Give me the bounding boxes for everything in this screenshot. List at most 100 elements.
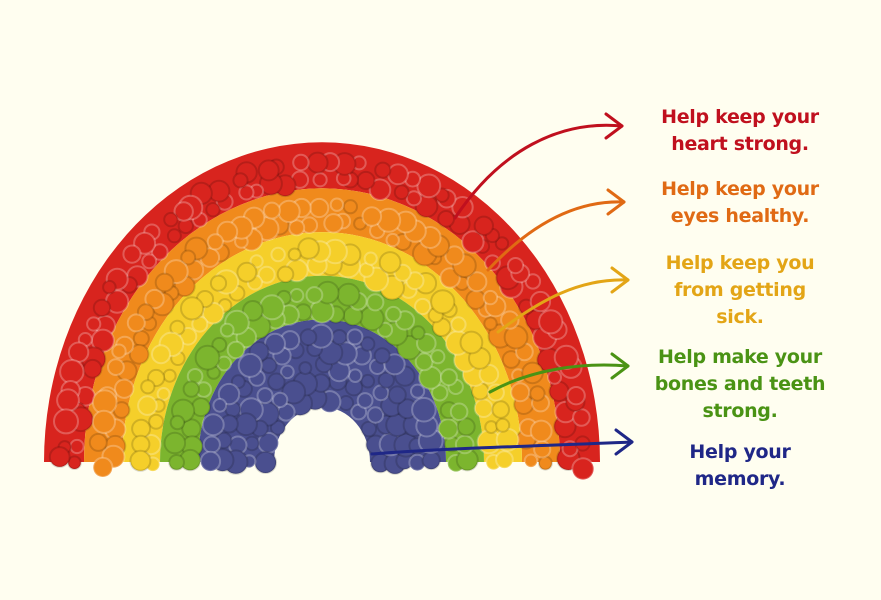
produce-orange: [444, 245, 465, 266]
arrow-memory: [370, 440, 634, 456]
arrowhead-icon: [614, 428, 634, 456]
arrowhead-icon: [610, 266, 630, 294]
produce-green: [305, 286, 324, 304]
produce-red: [69, 438, 85, 455]
produce-blue-purple: [271, 391, 289, 409]
produce-red: [548, 380, 570, 402]
produce-green: [242, 300, 264, 322]
benefit-arrows: [370, 112, 634, 456]
produce-red: [416, 173, 442, 199]
produce-red: [566, 386, 586, 406]
produce-green: [259, 294, 285, 321]
produce-blue-purple: [411, 396, 437, 423]
produce-yellow: [202, 301, 225, 325]
benefit-memory-line2: memory.: [694, 468, 786, 490]
produce-red: [547, 369, 562, 385]
produce-blue-purple: [199, 450, 222, 473]
produce-red: [59, 359, 85, 385]
produce-orange: [107, 358, 125, 377]
produce-orange: [111, 343, 127, 359]
produce-yellow: [249, 254, 264, 269]
produce-orange: [466, 271, 488, 293]
produce-red: [90, 328, 115, 353]
produce-yellow: [287, 247, 302, 262]
arrowhead-icon: [606, 188, 626, 216]
produce-green: [194, 344, 221, 371]
produce-red: [387, 163, 409, 186]
produce-green: [416, 333, 437, 354]
produce-blue-purple: [373, 347, 391, 365]
produce-yellow: [378, 251, 402, 274]
produce-red: [67, 341, 90, 363]
produce-red: [572, 408, 591, 427]
produce-yellow: [450, 316, 467, 333]
produce-blue-purple: [346, 328, 364, 346]
produce-green: [385, 305, 402, 323]
arrowhead-icon: [610, 352, 630, 380]
produce-yellow: [495, 417, 511, 433]
produce-green: [211, 336, 228, 353]
produce-blue-purple: [360, 373, 376, 389]
produce-red: [102, 279, 117, 295]
produce-orange: [500, 310, 520, 330]
produce-blue-purple: [360, 420, 378, 438]
produce-yellow: [162, 368, 177, 383]
produce-yellow: [180, 296, 205, 321]
produce-orange: [537, 455, 553, 471]
produce-blue-purple: [377, 371, 395, 389]
produce-orange: [277, 199, 301, 224]
produce-yellow: [129, 449, 152, 472]
produce-red: [437, 210, 456, 228]
produce-orange: [216, 220, 239, 243]
produce-green: [376, 321, 394, 338]
produce-red: [368, 178, 392, 201]
produce-red: [393, 184, 410, 201]
produce-yellow: [430, 289, 456, 315]
produce-orange: [206, 233, 224, 251]
produce-orange: [91, 409, 117, 434]
benefit-bones: Help make your bones and teeth strong.: [630, 344, 850, 425]
produce-yellow: [191, 315, 209, 333]
benefit-immune-line2: from getting: [674, 279, 806, 301]
produce-blue-purple: [360, 336, 376, 352]
produce-green: [456, 417, 476, 437]
produce-blue-purple: [387, 385, 407, 405]
produce-blue-purple: [299, 328, 318, 347]
produce-yellow: [156, 387, 171, 401]
produce-items: [48, 151, 595, 481]
produce-yellow: [276, 265, 295, 284]
arrow-immune: [496, 278, 630, 334]
produce-red: [494, 236, 510, 251]
produce-yellow: [473, 398, 494, 419]
benefit-heart-line2: heart strong.: [671, 133, 809, 155]
produce-yellow: [363, 251, 378, 266]
produce-orange: [501, 350, 521, 369]
produce-green: [182, 380, 201, 398]
produce-green: [219, 322, 235, 338]
produce-orange: [88, 432, 108, 452]
produce-yellow: [495, 450, 514, 470]
produce-blue-purple: [267, 372, 286, 391]
produce-blue-purple: [201, 413, 225, 437]
produce-yellow: [478, 363, 500, 385]
produce-green: [226, 340, 246, 360]
produce-orange: [309, 197, 330, 219]
benefit-eyes-line1: Help keep your: [661, 178, 819, 200]
produce-red: [257, 159, 280, 182]
produce-blue-purple: [230, 374, 246, 390]
benefit-heart-line1: Help keep your: [661, 106, 819, 128]
produce-orange: [144, 288, 165, 310]
produce-blue-purple: [269, 419, 286, 436]
produce-red: [312, 172, 328, 188]
produce-red: [238, 184, 255, 201]
produce-blue-purple: [298, 361, 313, 376]
produce-green: [454, 434, 475, 455]
produce-blue-purple: [202, 435, 221, 454]
benefit-heart: Help keep your heart strong.: [630, 104, 850, 158]
produce-yellow: [484, 420, 499, 435]
produce-red: [141, 253, 158, 270]
produce-red: [506, 257, 525, 275]
produce-orange: [439, 267, 461, 289]
produce-blue-purple: [331, 329, 348, 346]
